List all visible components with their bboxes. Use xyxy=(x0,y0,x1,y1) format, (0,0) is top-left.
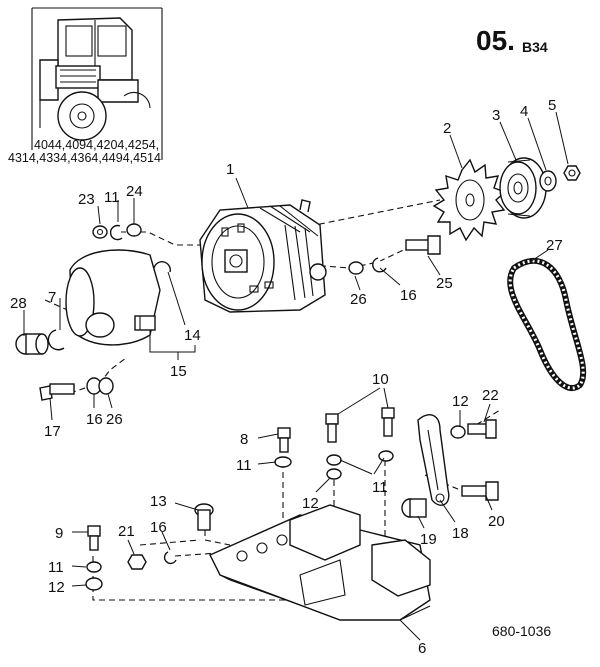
callout-23: 23 xyxy=(78,191,95,208)
mounting-bracket xyxy=(209,504,431,621)
callouts: 1 2 3 4 5 6 7 8 9 10 11 11 11 11 12 12 1… xyxy=(10,97,563,657)
bolt-9 xyxy=(87,525,101,551)
bolt-25 xyxy=(405,235,441,255)
callout-4: 4 xyxy=(520,103,528,120)
bushing-28 xyxy=(15,333,49,355)
callout-12-right: 12 xyxy=(452,393,469,410)
callout-24: 24 xyxy=(126,183,143,200)
callout-8: 8 xyxy=(240,431,248,448)
callout-21: 21 xyxy=(118,523,135,540)
clip-7 xyxy=(47,329,65,351)
washer-24 xyxy=(126,223,142,237)
callout-20: 20 xyxy=(488,513,505,530)
leader-lines xyxy=(23,111,569,641)
washer-26-left xyxy=(98,377,114,395)
nut-21 xyxy=(127,554,147,570)
callout-25: 25 xyxy=(436,275,453,292)
washer-11-center xyxy=(274,456,292,468)
section-suffix: B34 xyxy=(522,39,548,55)
washer-11-mid-right xyxy=(378,450,394,462)
bolt-10-right xyxy=(381,407,395,437)
v-belt xyxy=(507,257,587,392)
callout-12-lower: 12 xyxy=(48,579,65,596)
callout-26-right: 26 xyxy=(350,291,367,308)
washer-11-mid-left xyxy=(326,454,342,466)
bolt-13 xyxy=(194,503,214,531)
pulley-washer xyxy=(539,170,557,192)
washer-26-right xyxy=(348,261,364,275)
pulley-nut xyxy=(563,165,581,181)
tractor-inset: 4044,4094,4204,4254, 4314,4334,4364,4494… xyxy=(8,7,163,165)
callout-9: 9 xyxy=(55,525,63,542)
washer-16-lower xyxy=(163,551,177,565)
callout-26-left: 26 xyxy=(106,411,123,428)
figure-number: 680-1036 xyxy=(492,623,551,639)
washer-12-right xyxy=(450,425,466,439)
callout-22: 22 xyxy=(482,387,499,404)
callout-2: 2 xyxy=(443,120,451,137)
callout-16-right: 16 xyxy=(400,287,417,304)
callout-18: 18 xyxy=(452,525,469,542)
callout-28: 28 xyxy=(10,295,27,312)
spacer-19 xyxy=(401,498,427,518)
callout-16-lower: 16 xyxy=(150,519,167,536)
callout-27: 27 xyxy=(546,237,563,254)
callout-13: 13 xyxy=(150,493,167,510)
callout-1: 1 xyxy=(226,161,234,178)
washer-12-lower xyxy=(85,577,103,591)
rear-cover xyxy=(65,249,161,346)
washer-16-right xyxy=(372,257,387,273)
callout-19: 19 xyxy=(420,531,437,548)
alternator xyxy=(199,199,327,313)
callout-14: 14 xyxy=(184,327,201,344)
nut-23 xyxy=(92,225,108,239)
rear-wheel-icon xyxy=(57,91,107,141)
bolt-22 xyxy=(467,419,497,439)
washer-11-top xyxy=(109,224,123,241)
engine-highlight-icon xyxy=(55,65,101,89)
callout-6: 6 xyxy=(418,640,426,657)
callout-10: 10 xyxy=(372,371,389,388)
callout-11-right: 11 xyxy=(372,479,388,496)
bolt-8 xyxy=(277,427,291,453)
inset-models-line2: 4314,4334,4364,4494,4514 xyxy=(8,151,161,165)
callout-11-center: 11 xyxy=(236,457,252,474)
bolt-10-left xyxy=(325,413,339,443)
callout-16-left: 16 xyxy=(86,411,103,428)
callout-12-center: 12 xyxy=(302,495,319,512)
section-code: 05. xyxy=(476,25,515,56)
callout-11-lower: 11 xyxy=(48,559,64,576)
callout-15: 15 xyxy=(170,363,187,380)
callout-11-top: 11 xyxy=(104,189,120,206)
fan xyxy=(432,158,507,242)
callout-7: 7 xyxy=(48,289,56,306)
inset-models-line1: 4044,4094,4204,4254, xyxy=(34,138,159,152)
washer-12-center xyxy=(326,468,342,480)
adjusting-strap xyxy=(417,414,450,506)
washer-11-lower xyxy=(86,561,102,573)
bolt-17 xyxy=(39,383,75,401)
callout-5: 5 xyxy=(548,97,556,114)
bolt-20 xyxy=(461,481,499,501)
clip-14 xyxy=(153,261,171,273)
callout-17: 17 xyxy=(44,423,61,440)
pulley xyxy=(499,157,547,219)
callout-3: 3 xyxy=(492,107,500,124)
